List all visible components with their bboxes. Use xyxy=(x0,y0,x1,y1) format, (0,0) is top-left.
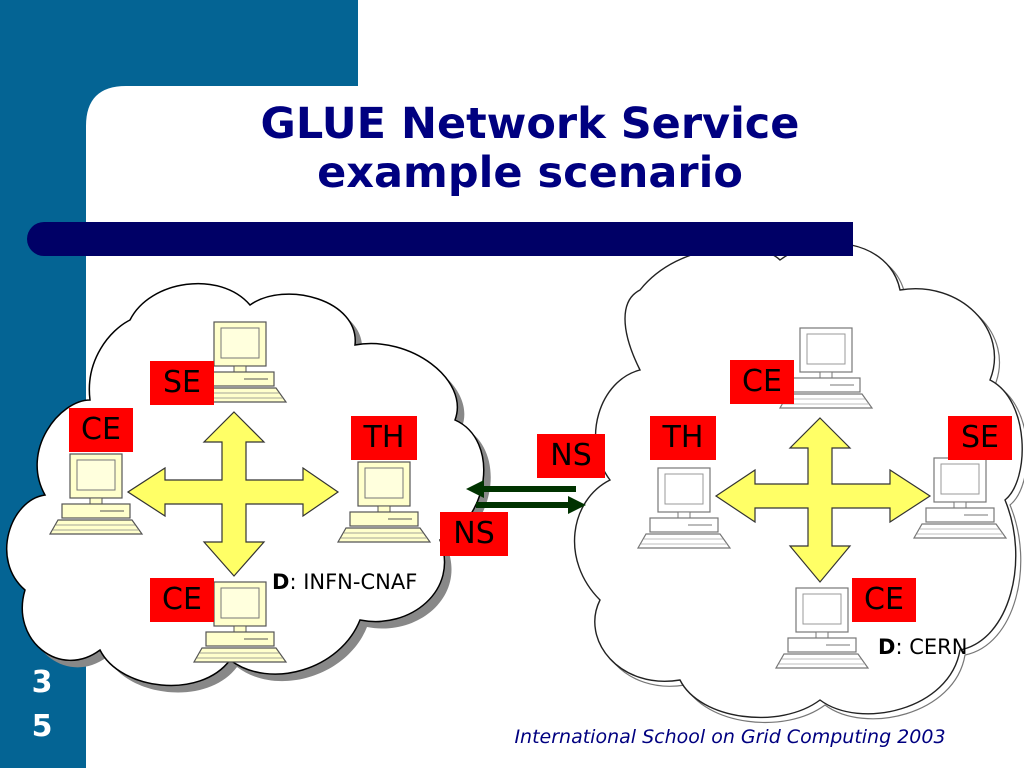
tag-left-ce-bottom: CE xyxy=(150,578,214,622)
tag-left-se: SE xyxy=(150,361,214,405)
domain-label-cern: D: CERN xyxy=(878,635,967,659)
tag-right-se: SE xyxy=(948,416,1012,460)
domain-prefix: D xyxy=(272,570,290,594)
tag-right-th: TH xyxy=(650,416,716,460)
double-arrow-ns-link xyxy=(466,480,586,514)
tag-left-th: TH xyxy=(351,416,417,460)
domain-name: : INFN-CNAF xyxy=(289,570,418,594)
slide-number-digit-2: 5 xyxy=(31,709,53,744)
tag-right-ce-top: CE xyxy=(730,360,794,404)
footer-text: International School on Grid Computing 2… xyxy=(514,726,946,748)
title-line-1: GLUE Network Service xyxy=(260,99,800,149)
page-title: GLUE Network Service example scenario xyxy=(200,100,860,198)
four-way-arrow-right xyxy=(714,417,932,583)
slide-number-digit-1: 3 xyxy=(31,665,53,700)
domain-prefix: D xyxy=(878,635,896,659)
title-line-2: example scenario xyxy=(317,148,743,198)
tag-left-ns: NS xyxy=(440,512,508,556)
tag-right-ns: NS xyxy=(537,434,605,478)
four-way-arrow-left xyxy=(126,411,340,577)
tag-left-ce-top: CE xyxy=(69,408,133,452)
tag-right-ce-bottom: CE xyxy=(852,578,916,622)
domain-label-infn-cnaf: D: INFN-CNAF xyxy=(272,570,417,594)
domain-name: : CERN xyxy=(895,635,968,659)
